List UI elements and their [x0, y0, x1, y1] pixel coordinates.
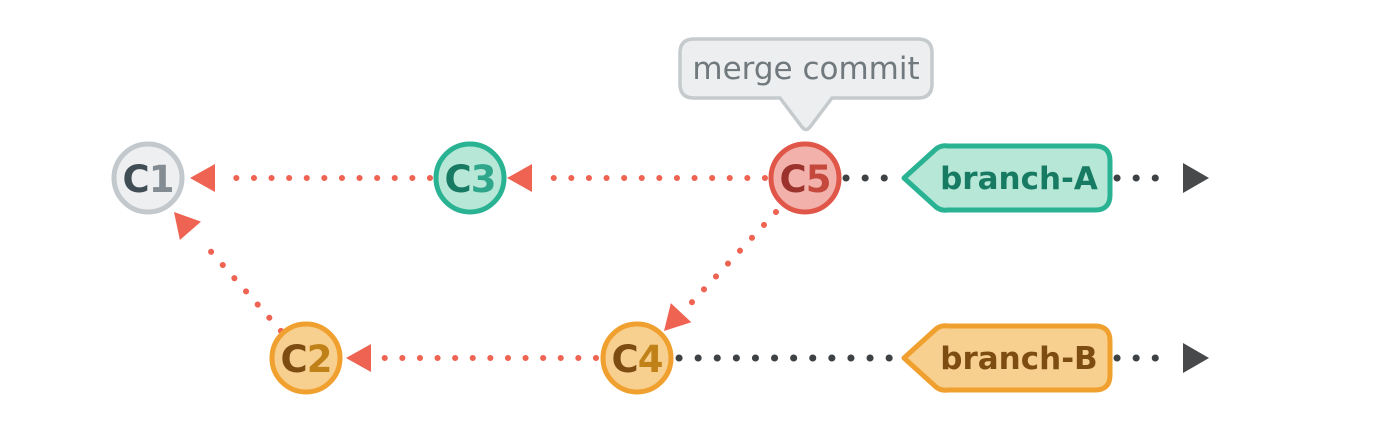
commit-circle: [111, 141, 185, 215]
commit-prefix: C: [780, 158, 806, 201]
branch-label: branch-A: [940, 161, 1098, 197]
branch-tag-shape: [901, 143, 1113, 213]
commit-number: 5: [806, 158, 831, 201]
commit-node-c2: C2: [269, 321, 343, 395]
commit-circle: [768, 141, 842, 215]
commit-number: 3: [471, 158, 496, 201]
commit-label: C2: [281, 338, 332, 381]
commit-number: 2: [307, 338, 332, 381]
commit-number: 1: [149, 158, 174, 201]
merge-commit-tooltip: merge commit: [678, 37, 934, 132]
commit-prefix: C: [612, 338, 638, 381]
tooltip-text: merge commit: [692, 51, 919, 87]
commit-label: C3: [445, 158, 496, 201]
red-arrowhead-icon: [174, 212, 201, 241]
parent-edge-c5-to-c4: [678, 209, 779, 317]
branch-tag-shape: [901, 323, 1113, 393]
red-arrowhead-icon: [507, 164, 532, 192]
branch-tag-a: branch-A: [901, 143, 1113, 213]
red-arrowhead-icon: [346, 344, 371, 372]
commit-circle: [433, 141, 507, 215]
commit-label: C5: [780, 158, 831, 201]
parent-edge-c2-to-c1: [203, 243, 284, 334]
commit-node-c4: C4: [600, 321, 674, 395]
commit-label: C1: [123, 158, 174, 201]
branch-tag-b: branch-B: [901, 323, 1113, 393]
red-arrowhead-icon: [190, 164, 215, 192]
commit-prefix: C: [445, 158, 471, 201]
timeline-arrowhead-icon: [1183, 343, 1209, 373]
commit-node-c5: C5: [768, 141, 842, 215]
commit-number: 4: [638, 338, 663, 381]
commit-label: C4: [612, 338, 663, 381]
commit-prefix: C: [123, 158, 149, 201]
timeline-arrowhead-icon: [1183, 163, 1209, 193]
commit-circle: [269, 321, 343, 395]
commit-node-c1: C1: [111, 141, 185, 215]
tooltip-bubble-shape: [678, 37, 934, 132]
red-arrowhead-icon: [664, 303, 692, 331]
commit-node-c3: C3: [433, 141, 507, 215]
commit-circle: [600, 321, 674, 395]
commit-prefix: C: [281, 338, 307, 381]
branch-label: branch-B: [940, 341, 1097, 377]
